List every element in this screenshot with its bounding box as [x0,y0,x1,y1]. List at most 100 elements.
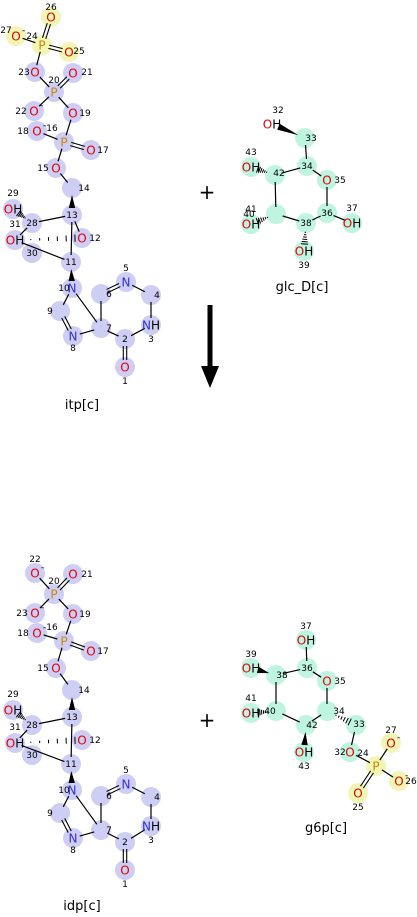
atom-highlight-itp-9 [50,301,70,321]
atom-number: 5 [123,264,129,274]
atom-number: 9 [47,809,53,819]
atom-symbol-h: H [151,319,160,333]
atom-number: 3 [148,335,154,345]
atom-number: 41 [245,694,256,704]
atom-g6p-32: O32 [334,746,354,760]
atom-number: 29 [7,690,19,700]
bond-idp-31-12 [31,737,75,744]
atom-symbol-h: H [304,746,313,760]
atom-number: 33 [353,720,364,730]
atom-number: 1 [122,377,128,387]
atom-number: 37 [300,622,311,632]
atom-number: 14 [78,686,90,696]
atom-number: 25 [73,47,84,57]
atom-symbol-h: H [15,737,24,751]
molecule-label-g6p: g6p[c] [305,821,347,836]
atom-symbol: N [122,276,131,290]
molecule-label-idp: idp[c] [63,899,100,913]
atom-number: 20 [48,577,60,587]
atom-itp-30: 30 [26,249,38,259]
atom-itp-10: N10 [58,282,76,296]
atom-symbol: OH [242,707,260,721]
atom-number: 2 [122,335,128,345]
atom-number: 10 [58,284,70,294]
atom-symbol-h: H [251,662,260,676]
bond-idp-5-4 [132,787,145,794]
atom-itp-2: 2 [122,335,128,345]
atom-g6p-40: 40 [264,707,276,717]
atom-symbol: OH [6,234,24,248]
atom-charge: - [22,26,25,36]
atom-symbol: P [60,136,67,150]
atom-symbol-o: O [297,634,306,648]
bond-itp-9-8-line-0 [65,316,72,329]
bond-itp-11-13 [71,222,72,255]
atom-number: 21 [81,570,92,580]
atom-symbol: O [68,568,77,582]
atom-charge: - [397,733,400,743]
bond-idp-15-14 [60,674,68,685]
atom-itp-9: 9 [47,307,53,317]
plus-sign-top: + [199,180,216,204]
atom-symbol: OH [6,737,24,751]
atom-symbol-h: H [13,203,22,217]
atom-symbol-h: H [272,118,281,132]
atom-number: 7 [106,324,112,334]
atom-number: 15 [37,664,48,674]
atom-glc_D-33: 33 [305,134,316,144]
bond-glc_D-40-42 [275,182,276,207]
atom-itp-28: 28 [26,219,38,229]
atom-symbol-h: H [251,707,260,721]
atom-number: 40 [243,210,255,220]
atom-symbol-h: H [306,634,315,648]
atom-g6p-26: O-26 [394,771,417,789]
atom-idp-10: N10 [58,784,76,798]
atom-symbol: O [68,608,77,622]
atom-number: 36 [321,209,333,219]
atom-symbol: P [50,86,57,100]
bond-idp-11-13 [71,724,72,757]
bond-glc_D-40-41-hash-4 [261,218,263,222]
bond-itp-20-21-line-1 [60,79,69,88]
atom-charge: - [41,603,44,613]
molecule-label-glc-d: glc_D[c] [276,280,329,295]
atom-symbol-o: O [242,161,251,175]
atom-idp-5: N5 [122,766,131,792]
atom-symbol: N [69,832,78,846]
atom-symbol-n: N [142,820,151,834]
atom-itp-11: 11 [65,258,76,268]
atom-highlight-glc_D-40 [266,204,286,224]
atom-number: 7 [106,826,112,836]
atom-glc_D-34: 34 [301,162,313,172]
atom-number: 1 [122,880,128,890]
atom-itp-7: 7 [106,324,112,334]
atom-number: 6 [106,290,112,300]
atom-symbol: O [30,607,39,621]
atom-number: 16 [46,623,58,633]
atom-idp-11: 11 [65,760,76,770]
atom-number: 34 [333,707,345,717]
plus-sign-bottom: + [199,708,216,732]
atom-symbol: N [122,778,131,792]
atom-symbol: OH [295,746,313,760]
atom-idp-1: O1 [120,864,129,891]
atom-symbol-h: H [251,161,260,175]
atom-glc_D-36: 36 [321,209,333,219]
atom-symbol-o: O [343,217,352,231]
atom-number: 42 [273,169,284,179]
atom-number: 38 [300,219,312,229]
atom-symbol: O [120,361,129,375]
reaction-arrow-shaft [208,305,213,367]
atom-idp-30: 30 [26,751,38,761]
atom-symbol-h: H [352,217,361,231]
atom-g6p-38: 38 [276,671,288,681]
atom-glc_D-38: 38 [300,219,312,229]
bond-itp-13-28 [39,216,65,221]
atom-symbol-n: N [142,319,151,333]
atom-itp-1: O1 [120,361,129,388]
atom-idp-7: 7 [106,826,112,836]
atom-number: 32 [334,748,345,758]
atom-number: 22 [29,555,40,565]
